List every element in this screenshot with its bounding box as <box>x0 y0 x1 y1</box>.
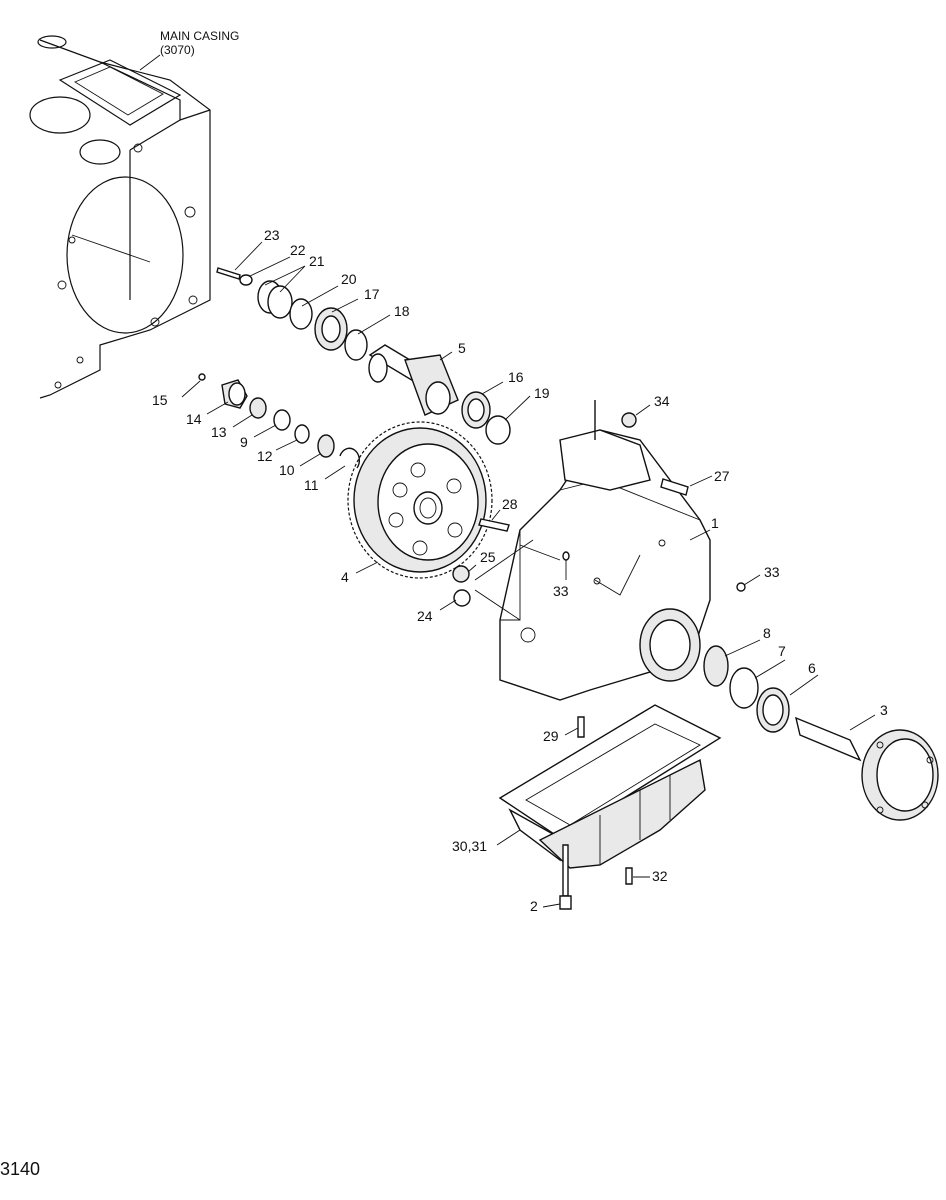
callout-2: 2 <box>530 898 538 914</box>
callout-13: 13 <box>211 424 227 440</box>
bearing-16-bore <box>467 398 485 422</box>
callout-30-31: 30,31 <box>452 838 487 854</box>
callout-10: 10 <box>279 462 295 478</box>
shaft-components-upper <box>216 267 368 361</box>
callout-11: 11 <box>304 477 319 493</box>
callout-6: 6 <box>808 660 816 676</box>
callout-15: 15 <box>152 392 168 408</box>
seal-6-bore <box>762 694 784 726</box>
callout-16: 16 <box>508 369 524 385</box>
callout-25: 25 <box>480 549 496 565</box>
bolt-2-head <box>559 895 572 910</box>
large-gear <box>347 421 493 579</box>
pinion-shaft <box>368 344 459 416</box>
callout-29: 29 <box>543 728 559 744</box>
callout-32: 32 <box>652 868 668 884</box>
callout-20: 20 <box>341 271 357 287</box>
leader-lines <box>139 54 876 908</box>
oil-pan <box>498 704 722 869</box>
labels: MAIN CASING (3070) 23 22 21 20 17 18 5 1… <box>0 29 888 1179</box>
main-casing-ref: (3070) <box>160 43 195 57</box>
callout-28: 28 <box>502 496 518 512</box>
callout-24: 24 <box>417 608 433 624</box>
bushing-24 <box>453 589 471 607</box>
pin-29 <box>577 716 585 738</box>
bushing-25 <box>452 565 470 583</box>
callout-34: 34 <box>654 393 670 409</box>
pin-33-left <box>562 551 570 561</box>
callout-3: 3 <box>880 702 888 718</box>
callout-23: 23 <box>264 227 280 243</box>
callout-8: 8 <box>763 625 771 641</box>
callout-18: 18 <box>394 303 410 319</box>
pin-33-right <box>736 582 746 592</box>
callout-4: 4 <box>341 569 349 585</box>
callout-33-right: 33 <box>764 564 780 580</box>
callout-1: 1 <box>711 515 719 531</box>
plug-34 <box>621 412 637 428</box>
main-casing-label: MAIN CASING <box>160 29 239 43</box>
race-7 <box>729 667 759 709</box>
bearing-8 <box>703 645 729 687</box>
callout-21: 21 <box>309 253 325 269</box>
page-code: 3140 <box>0 1159 40 1179</box>
output-shaft <box>795 716 939 821</box>
callout-14: 14 <box>186 411 202 427</box>
pin-32 <box>625 867 633 885</box>
callout-19: 19 <box>534 385 550 401</box>
housing <box>499 400 711 701</box>
callout-7: 7 <box>778 643 786 659</box>
callout-33-left: 33 <box>553 583 569 599</box>
ring-19 <box>485 415 511 445</box>
bolt-28 <box>478 518 510 532</box>
bolt-2 <box>562 844 569 897</box>
callout-27: 27 <box>714 468 730 484</box>
shaft-components-left <box>198 373 361 469</box>
callout-9: 9 <box>240 434 248 450</box>
bolt-27 <box>660 478 689 496</box>
main-casing <box>29 35 211 399</box>
callout-17: 17 <box>364 286 380 302</box>
callout-5: 5 <box>458 340 466 356</box>
callout-12: 12 <box>257 448 273 464</box>
callout-22: 22 <box>290 242 306 258</box>
